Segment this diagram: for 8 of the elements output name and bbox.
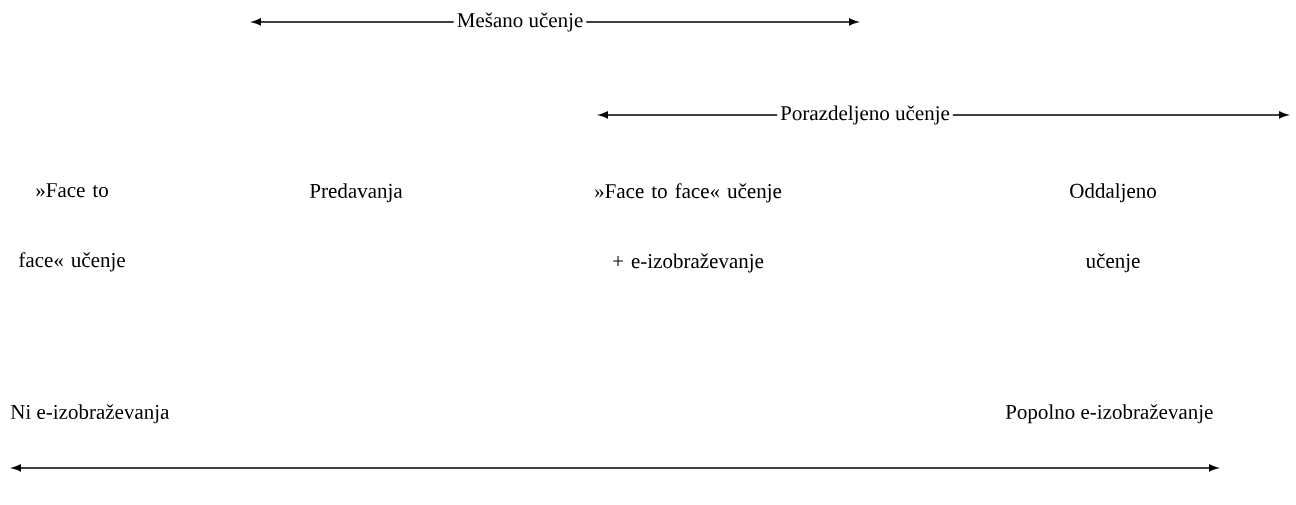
scale-end-label: Ni e-izobraževanja (10, 404, 170, 424)
scale-end-label: Popolno e-izobraževanje (1005, 404, 1213, 424)
range-label: Porazdeljeno učenje (777, 103, 953, 127)
category-label: Oddaljeno učenje (1070, 183, 1156, 273)
category-label: »Face to face« učenje (19, 183, 125, 272)
category-label: »Face to face« učenje + e-izobraževanje (595, 183, 782, 273)
category-label: Predavanja (310, 183, 403, 203)
range-label: Mešano učenje (453, 10, 587, 34)
